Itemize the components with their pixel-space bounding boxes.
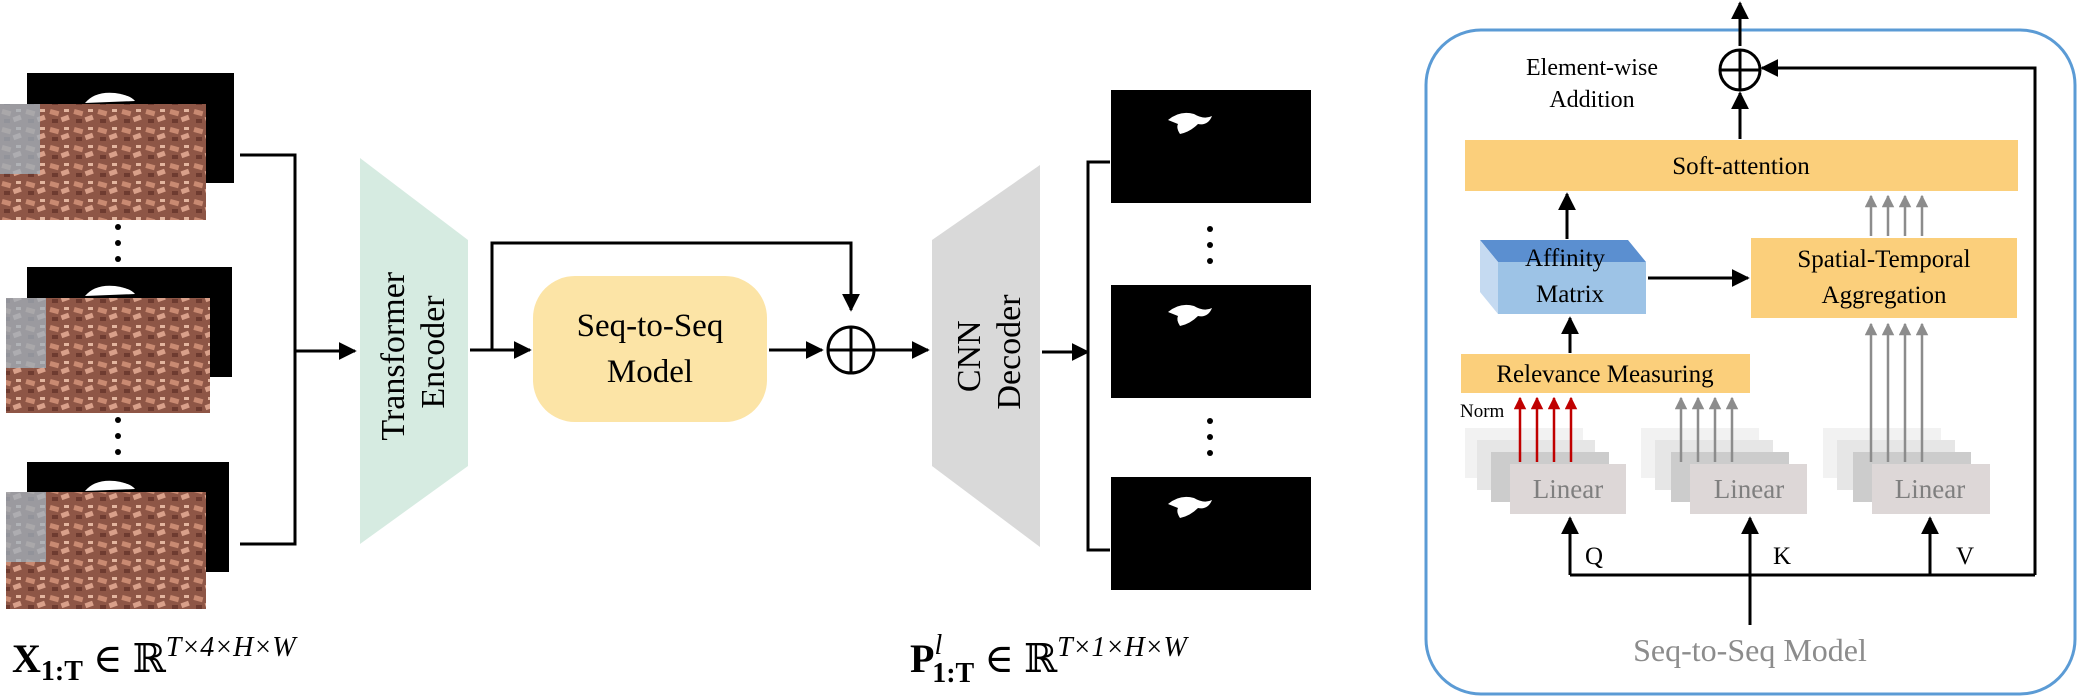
cnn-decoder-block [932,165,1040,547]
affinity-label-line1: Affinity [1525,245,1606,272]
transformer-encoder-block [360,158,468,544]
gray-arrows-k [1674,396,1739,462]
element-wise-label-line2: Addition [1549,87,1634,113]
output-bracket [1042,160,1110,552]
mask-shape [85,480,135,491]
output-masks [1111,90,1311,590]
input-formula: X1:T ∈ ℝT×4×H×W [12,632,298,687]
input-bracket [240,153,357,546]
seq2seq-detail-panel [1424,28,2077,696]
seq2seq-label-line1: Seq-to-Seq [577,308,724,344]
aggregation-block [1751,238,2017,318]
mask-shape [85,285,135,296]
linear-stack-q [1465,428,1626,514]
transformer-encoder-label: Transformer Encoder [375,263,452,440]
affinity-matrix-block [1480,240,1646,314]
seq2seq-block [533,276,767,422]
q-label: Q [1585,543,1603,570]
encoder-outputs [470,241,860,359]
k-label: K [1773,543,1791,570]
relevance-measuring-label: Relevance Measuring [1496,361,1714,388]
element-wise-plus-circle [1718,48,1762,92]
gray-arrows-v [1864,322,1929,462]
linear-label-k: Linear [1714,474,1784,504]
norm-arrows-q [1513,396,1578,462]
mask-output-frame [1111,90,1311,203]
linear-stack-v [1823,428,1990,514]
aggregation-label-line2: Aggregation [1822,282,1947,309]
ellipsis-dots [1207,226,1213,456]
seq2seq-label-line2: Model [607,354,693,390]
panel-bottom-title: Seq-to-Seq Model [1633,632,1867,668]
addition-circle [826,325,876,375]
mask-shape [85,92,135,103]
affinity-label-line2: Matrix [1536,281,1605,308]
mask-output-frame [1111,477,1311,590]
linear-label-q: Linear [1533,474,1603,504]
soft-attention-block [1465,140,2018,191]
relevance-measuring-block [1461,354,1750,393]
ellipsis-dots [115,224,121,455]
qkv-input-lines [1561,516,2035,625]
aggregation-to-softattn-arrows [1864,194,1929,236]
cnn-decoder-label: CNN Decoder [951,294,1028,410]
norm-label: Norm [1460,401,1505,422]
v-label: V [1956,543,1974,570]
element-wise-label-line1: Element-wise [1526,55,1658,81]
residual-connection [1760,59,2037,575]
aggregation-label-line1: Spatial-Temporal [1797,246,1970,273]
input-frames [0,73,234,609]
linear-label-v: Linear [1895,474,1965,504]
mask-output-frame [1111,285,1311,398]
soft-attention-label: Soft-attention [1672,153,1810,180]
